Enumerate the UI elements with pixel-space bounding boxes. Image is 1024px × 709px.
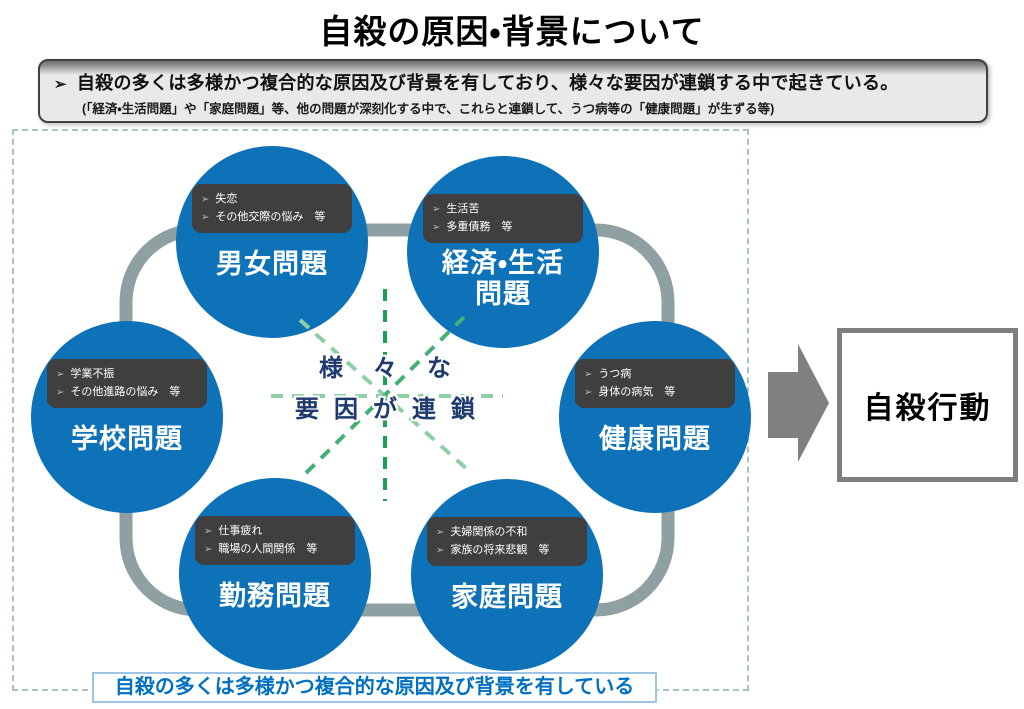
bullet-arrow-icon: ➢ xyxy=(204,543,213,555)
bullet-arrow-icon: ➢ xyxy=(201,211,210,223)
bullet-arrow-icon: ➢ xyxy=(432,204,441,215)
badge-item-text: その他交際の悩み 等 xyxy=(215,210,326,223)
bullet-arrow-icon: ➢ xyxy=(432,221,441,233)
circle-label: 学校問題 xyxy=(71,424,183,454)
badge-keizai: ➢ 生活苦 ➢ 多重債務 等 xyxy=(423,194,583,244)
badge-katei: ➢ 夫婦関係の不和 ➢ 家族の将来悲観 等 xyxy=(427,517,587,567)
bullet-arrow-icon: ➢ xyxy=(436,527,445,538)
bullet-arrow-icon: ➢ xyxy=(56,369,65,380)
outcome-box: 自殺行動 xyxy=(837,328,1018,482)
circle-kenkou-mondai: ➢ うつ病 ➢ 身体の病気 等 健康問題 xyxy=(559,321,751,513)
bullet-arrow-icon: ➢ xyxy=(204,526,213,537)
badge-kinmu: ➢ 仕事疲れ ➢ 職場の人間関係 等 xyxy=(195,516,355,566)
bullet-arrow-icon: ➢ xyxy=(54,76,67,93)
badge-item-text: うつ病 xyxy=(598,368,632,380)
circle-label: 勤務問題 xyxy=(219,581,331,611)
badge-item-text: 身体の病気 等 xyxy=(598,385,676,398)
circle-label: 健康問題 xyxy=(599,424,711,454)
bullet-arrow-icon: ➢ xyxy=(584,386,593,398)
bullet-arrow-icon: ➢ xyxy=(436,544,445,556)
summary-line-1: ➢ 自殺の多くは多様かつ複合的な原因及び背景を有しており、様々な要因が連鎖する中で… xyxy=(54,69,976,95)
summary-line-2: (「経済・生活問題」や「家庭問題」等、他の問題が深刻化する中で、これらと連鎖して… xyxy=(82,102,775,116)
circle-keizai-seikatsu-mondai: ➢ 生活苦 ➢ 多重債務 等 経済・生活問題 xyxy=(407,156,599,348)
right-arrow-icon xyxy=(768,344,829,462)
page-title: 自殺の原因・背景について xyxy=(319,13,705,50)
summary-text: 自殺の多くは多様かつ複合的な原因及び背景を有しており、様々な要因が連鎖する中で起… xyxy=(76,73,899,93)
badge-kenkou: ➢ うつ病 ➢ 身体の病気 等 xyxy=(575,359,735,409)
bullet-arrow-icon: ➢ xyxy=(56,386,65,398)
bottom-note: 自殺の多くは多様かつ複合的な原因及び背景を有している xyxy=(92,672,657,703)
badge-item-text: 失恋 xyxy=(215,193,238,205)
circle-katei-mondai: ➢ 夫婦関係の不和 ➢ 家族の将来悲観 等 家庭問題 xyxy=(411,479,603,671)
circle-gakkou-mondai: ➢ 学業不振 ➢ その他進路の悩み 等 学校問題 xyxy=(31,321,223,513)
bullet-arrow-icon: ➢ xyxy=(584,369,593,380)
summary-box: ➢ 自殺の多くは多様かつ複合的な原因及び背景を有しており、様々な要因が連鎖する中で… xyxy=(38,59,988,123)
outcome-label: 自殺行動 xyxy=(863,392,992,425)
badge-item-text: その他進路の悩み 等 xyxy=(70,385,181,398)
badge-item-text: 家族の将来悲観 等 xyxy=(450,543,550,556)
badge-item-text: 職場の人間関係 等 xyxy=(218,542,318,555)
badge-item-text: 夫婦関係の不和 xyxy=(450,526,528,538)
circle-kinmu-mondai: ➢ 仕事疲れ ➢ 職場の人間関係 等 勤務問題 xyxy=(179,478,371,670)
badge-item-text: 学業不振 xyxy=(70,368,115,380)
badge-gakkou: ➢ 学業不振 ➢ その他進路の悩み 等 xyxy=(47,359,207,409)
bullet-arrow-icon: ➢ xyxy=(201,194,210,205)
circle-danjo-mondai: ➢ 失恋 ➢ その他交際の悩み 等 男女問題 xyxy=(176,146,368,338)
badge-danjo: ➢ 失恋 ➢ その他交際の悩み 等 xyxy=(192,184,352,234)
badge-item-text: 多重債務 等 xyxy=(446,220,513,233)
circle-label: 家庭問題 xyxy=(451,582,563,612)
center-chain-text: 様々な 要因が連鎖 xyxy=(295,355,490,424)
badge-item-text: 生活苦 xyxy=(446,203,480,215)
circle-label: 経済・生活問題 xyxy=(441,248,565,310)
circle-label: 男女問題 xyxy=(216,249,328,279)
badge-item-text: 仕事疲れ xyxy=(218,525,263,537)
